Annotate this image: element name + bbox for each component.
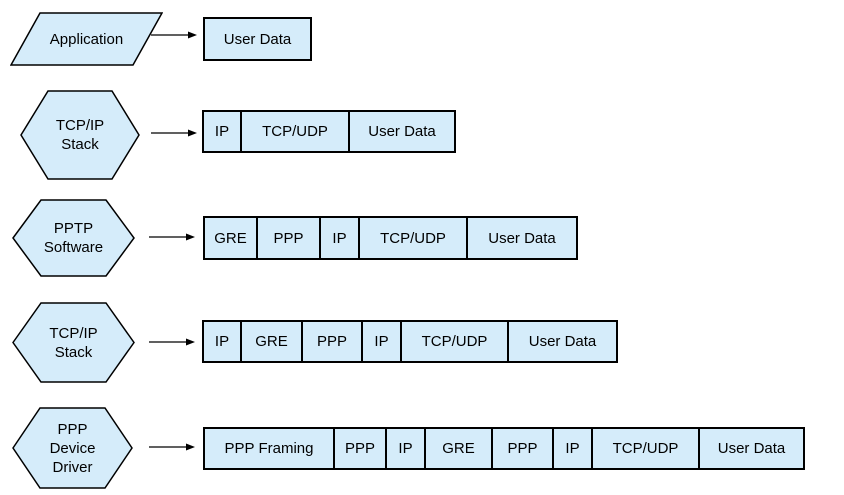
- packet-segment: IP: [202, 320, 242, 363]
- node-label-line: TCP/IP: [49, 324, 98, 342]
- packet-segment: User Data: [466, 216, 578, 260]
- hexagon-shape-icon: [12, 302, 135, 383]
- node-label-line: TCP/IP: [55, 117, 105, 134]
- node-label: Application: [10, 12, 163, 66]
- packet-segment: GRE: [203, 216, 258, 260]
- packet-segment: TCP/UDP: [240, 110, 350, 153]
- arrow-icon: [149, 443, 195, 451]
- packet-segment: User Data: [348, 110, 456, 153]
- hexagon-shape-icon: [12, 407, 133, 489]
- packet-row-pptp: GRE PPP IP TCP/UDP User Data: [203, 216, 578, 260]
- arrow-icon: [151, 129, 197, 137]
- node-label-line: PPP: [57, 420, 88, 438]
- packet-segment: PPP: [301, 320, 363, 363]
- packet-segment: PPP: [491, 427, 554, 470]
- packet-segment: TCP/UDP: [400, 320, 509, 363]
- node-label: PPTP Software: [12, 199, 135, 277]
- node-label-line: Stack: [54, 343, 93, 361]
- packet-segment: User Data: [698, 427, 805, 470]
- packet-segment: GRE: [240, 320, 303, 363]
- packet-segment: PPP: [333, 427, 387, 470]
- packet-segment: PPP Framing: [203, 427, 335, 470]
- arrow-icon: [149, 233, 195, 241]
- packet-segment: PPP: [256, 216, 321, 260]
- ppp-device-driver-node: PPP Device Driver: [12, 407, 133, 489]
- parallelogram-shape-icon: [10, 12, 163, 66]
- packet-row-tcpip-1: IP TCP/UDP User Data: [202, 110, 456, 153]
- tcpip-stack-node-2: TCP/IP Stack: [12, 302, 135, 383]
- tcpip-stack-node-1: TCP/IP Stack: [20, 90, 140, 180]
- packet-segment: GRE: [424, 427, 493, 470]
- packet-segment: User Data: [203, 17, 312, 61]
- node-label-line: Application: [49, 30, 124, 48]
- node-label-line: Device: [49, 439, 96, 457]
- packet-segment: TCP/UDP: [591, 427, 700, 470]
- packet-segment: User Data: [507, 320, 618, 363]
- arrow-icon: [149, 338, 195, 346]
- node-label: TCP/IP Stack: [20, 90, 140, 180]
- packet-row-application: User Data: [203, 17, 312, 61]
- node-label-line: PPTP: [53, 220, 94, 237]
- node-label-line: Software: [43, 239, 104, 256]
- node-label-line: Driver: [52, 458, 93, 476]
- hexagon-shape-icon: [20, 90, 140, 180]
- application-node: Application: [10, 12, 163, 66]
- packet-segment: IP: [385, 427, 426, 470]
- packet-segment: TCP/UDP: [358, 216, 468, 260]
- node-label: TCP/IP Stack: [12, 302, 135, 383]
- node-label-line: Stack: [61, 136, 99, 153]
- hexagon-shape-icon: [12, 199, 135, 277]
- packet-row-ppp-driver: PPP Framing PPP IP GRE PPP IP TCP/UDP Us…: [203, 427, 805, 470]
- packet-row-tcpip-2: IP GRE PPP IP TCP/UDP User Data: [202, 320, 618, 363]
- packet-segment: IP: [552, 427, 593, 470]
- packet-segment: IP: [361, 320, 402, 363]
- node-label: PPP Device Driver: [12, 407, 133, 489]
- arrow-icon: [151, 31, 197, 39]
- pptp-software-node: PPTP Software: [12, 199, 135, 277]
- packet-segment: IP: [202, 110, 242, 153]
- packet-segment: IP: [319, 216, 360, 260]
